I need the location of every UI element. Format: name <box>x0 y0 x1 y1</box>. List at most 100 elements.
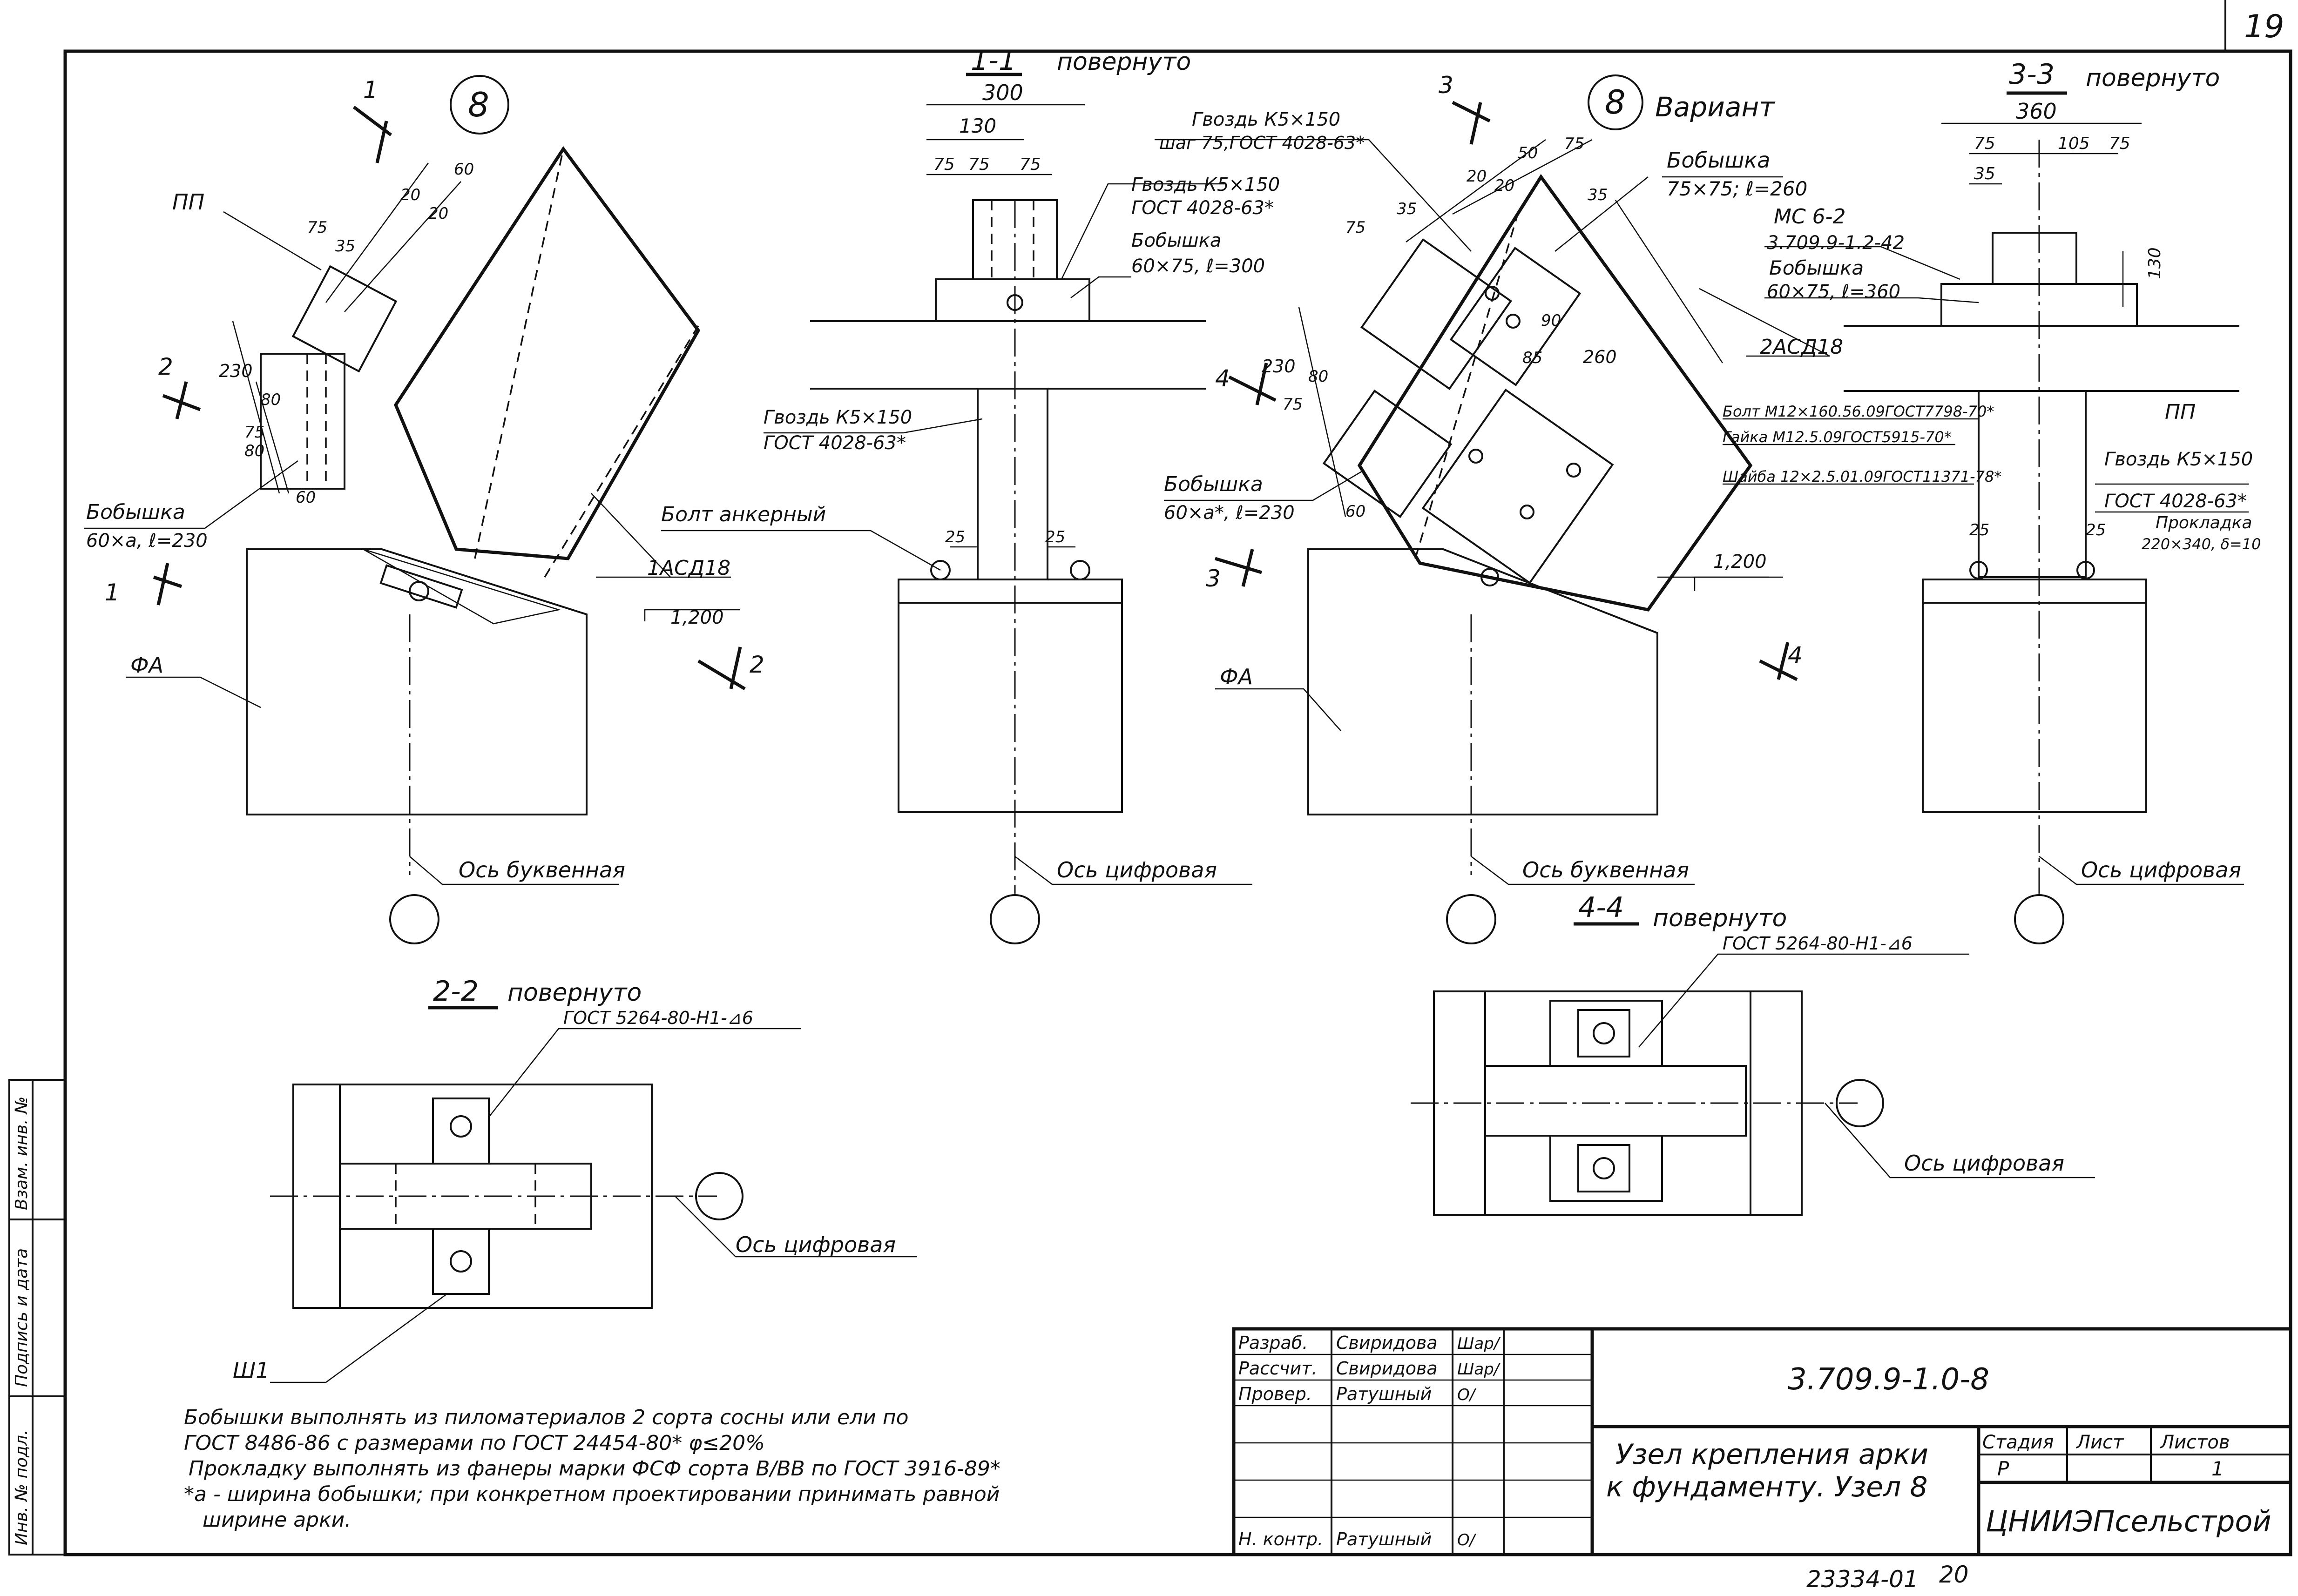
stage-header: Стадия <box>1982 1432 2054 1453</box>
label-boss-s33-1: Бобышка <box>1769 256 1864 279</box>
page-number: 19 <box>2244 8 2284 45</box>
cut-mark-3b: 3 <box>1206 565 1221 592</box>
label-nut-s33: Гайка М12.5.09ГОСТ5915-70* <box>1723 428 1952 446</box>
note-line-1: Бобышки выполнять из пиломатериалов 2 со… <box>184 1406 909 1429</box>
label-boss-s11-2: 60×75, ℓ=300 <box>1131 256 1265 277</box>
dim-s33-25b: 25 <box>2086 521 2106 539</box>
dim-80: 80 <box>261 391 281 409</box>
label-nail-var-2: шаг 75,ГОСТ 4028-63* <box>1159 133 1365 153</box>
organization: ЦНИИЭПсельстрой <box>1986 1504 2271 1538</box>
sheet-header: Лист <box>2075 1432 2124 1453</box>
label-elev-right: 1,200 <box>1713 551 1767 572</box>
section-2-2-note: повернуто <box>507 979 642 1007</box>
label-asd18-right: 2АСД18 <box>1760 335 1843 359</box>
dim-75-a: 75 <box>933 155 955 174</box>
general-notes: Бобышки выполнять из пиломатериалов 2 со… <box>184 1406 1000 1532</box>
label-nail-var-1: Гвоздь К5×150 <box>1192 109 1340 130</box>
dim-s33-75a: 75 <box>1974 134 1995 153</box>
label-boss-left-2: 60×a, ℓ=230 <box>86 530 208 552</box>
node-8-variant-texts: Гвоздь К5×150 шаг 75,ГОСТ 4028-63* Бобыш… <box>1159 72 1843 882</box>
axis-digit-s44: Ось цифровая <box>1904 1151 2064 1176</box>
dim-v-60: 60 <box>1345 502 1365 521</box>
dim-v-260: 260 <box>1583 347 1617 367</box>
label-bolt-s33: Болт М12×160.56.09ГОСТ7798-70* <box>1723 403 1994 420</box>
dim-v-20a: 20 <box>1467 167 1487 186</box>
dim-v-35a: 35 <box>1588 186 1608 204</box>
label-ms-2: 3.709.9-1.2-42 <box>1767 232 1905 254</box>
dim-v-80: 80 <box>1308 367 1328 386</box>
label-boss-var-2: 75×75; ℓ=260 <box>1667 177 1807 200</box>
label-boss-s33-2: 60×75, ℓ=360 <box>1767 281 1900 303</box>
view-section-1-1 <box>661 73 1252 944</box>
node-8-texts: ПП 60 20 20 75 35 230 80 75 80 60 Бобышк… <box>86 76 764 882</box>
note-line-4: *a - ширина бобышки; при конкретном прое… <box>184 1482 1000 1506</box>
name-3: Ратушный <box>1336 1384 1432 1404</box>
label-washer-s33: Шайба 12×2.5.01.09ГОСТ11371-78* <box>1723 468 2001 485</box>
dim-v-75b: 75 <box>1345 218 1365 237</box>
label-boss-s11-1: Бобышка <box>1131 230 1221 251</box>
sheet-frame: 19 <box>63 0 2292 1556</box>
label-nail-s11-mid-2: ГОСТ 4028-63* <box>764 432 906 454</box>
dim-230: 230 <box>219 361 253 381</box>
label-boss-var-low-2: 60×a*, ℓ=230 <box>1164 502 1295 524</box>
section-4-4-title: 4-4 <box>1578 891 1624 924</box>
axis-letter-left: Ось буквенная <box>459 857 625 882</box>
cut-mark-3a: 3 <box>1439 72 1453 99</box>
title-line-2: к фундаменту. Узел 8 <box>1606 1471 1928 1503</box>
doc-code: 3.709.9-1.0-8 <box>1788 1362 1989 1397</box>
dim-35: 35 <box>335 237 355 256</box>
title-line-1: Узел крепления арки <box>1615 1438 1928 1471</box>
label-nail-s33-1: Гвоздь К5×150 <box>2104 449 2253 470</box>
node-8-variant-circle: 8 <box>1605 83 1626 121</box>
cut-mark-4b: 4 <box>1788 642 1803 669</box>
section-1-1-note: повернуто <box>1057 48 1191 76</box>
label-weld-s22: ГОСТ 5264-80-Н1-⊿6 <box>563 1008 753 1028</box>
view-node-8-variant: 8 Вариант <box>1155 74 1830 944</box>
section-4-4-texts: 4-4 повернуто ГОСТ 5264-80-Н1-⊿6 Ось циф… <box>1578 891 2064 1176</box>
dim-v-75c: 75 <box>1283 395 1303 414</box>
side-stamp: Инв. № подл. Подпись и дата Взам. инв. № <box>8 1079 66 1556</box>
label-nail-s11-mid-1: Гвоздь К5×150 <box>764 407 912 428</box>
view-section-2-2 <box>270 1006 917 1383</box>
axis-digit-1: Ось цифровая <box>1057 857 1217 882</box>
label-boss-var-1: Бобышка <box>1667 148 1770 173</box>
section-4-4-note: повернуто <box>1653 904 1787 932</box>
view-section-4-4 <box>1411 922 2095 1216</box>
dim-v-85: 85 <box>1522 349 1542 367</box>
cut-mark-2b: 2 <box>750 651 764 678</box>
dim-60b: 60 <box>296 488 316 507</box>
label-weld-s44: ГОСТ 5264-80-Н1-⊿6 <box>1723 933 1913 954</box>
label-boss-left-1: Бобышка <box>86 500 185 524</box>
name-1: Свиридова <box>1336 1333 1438 1353</box>
dim-s33-130: 130 <box>2145 247 2164 279</box>
section-3-3-texts: 3-3 повернуто 360 75 105 75 35 130 МС 6-… <box>1723 58 2261 882</box>
axis-digit-2: Ось цифровая <box>2081 857 2241 882</box>
node-8-label: 8 <box>468 85 489 124</box>
dim-v-230: 230 <box>1262 356 1296 377</box>
side-stamp-sign: Подпись и дата <box>12 1248 31 1387</box>
sign-1: Шар/ <box>1457 1334 1501 1353</box>
dim-v-90: 90 <box>1541 311 1561 330</box>
dim-360: 360 <box>2016 99 2057 124</box>
stamp-page: 20 <box>1939 1561 1969 1588</box>
stamp-number: 23334-01 <box>1806 1566 1919 1593</box>
dim-s33-25a: 25 <box>1969 521 1989 539</box>
sheets-value: 1 <box>2211 1457 2224 1480</box>
dim-25-a: 25 <box>945 528 965 546</box>
label-anchor-bolt: Болт анкерный <box>661 503 826 526</box>
axis-digit-s22: Ось цифровая <box>736 1232 896 1257</box>
section-2-2-title: 2-2 <box>433 975 479 1008</box>
label-nail-s11-top-2: ГОСТ 4028-63* <box>1131 197 1274 219</box>
side-stamp-replace: Взам. инв. № <box>12 1097 31 1210</box>
label-fa-left: ФА <box>130 653 163 678</box>
role-2: Рассчит. <box>1238 1358 1317 1379</box>
sign-7: О/ <box>1457 1531 1477 1549</box>
dim-20b: 20 <box>428 204 448 223</box>
sheets-header: Листов <box>2159 1432 2230 1453</box>
label-nail-s33-2: ГОСТ 4028-63* <box>2104 491 2247 512</box>
name-7: Ратушный <box>1336 1529 1432 1549</box>
label-ms-1: МС 6-2 <box>1774 205 1846 229</box>
note-line-3: Прокладку выполнять из фанеры марки ФСФ … <box>189 1457 1000 1481</box>
dim-75-c: 75 <box>1020 155 1041 174</box>
section-3-3-title: 3-3 <box>2009 58 2055 91</box>
